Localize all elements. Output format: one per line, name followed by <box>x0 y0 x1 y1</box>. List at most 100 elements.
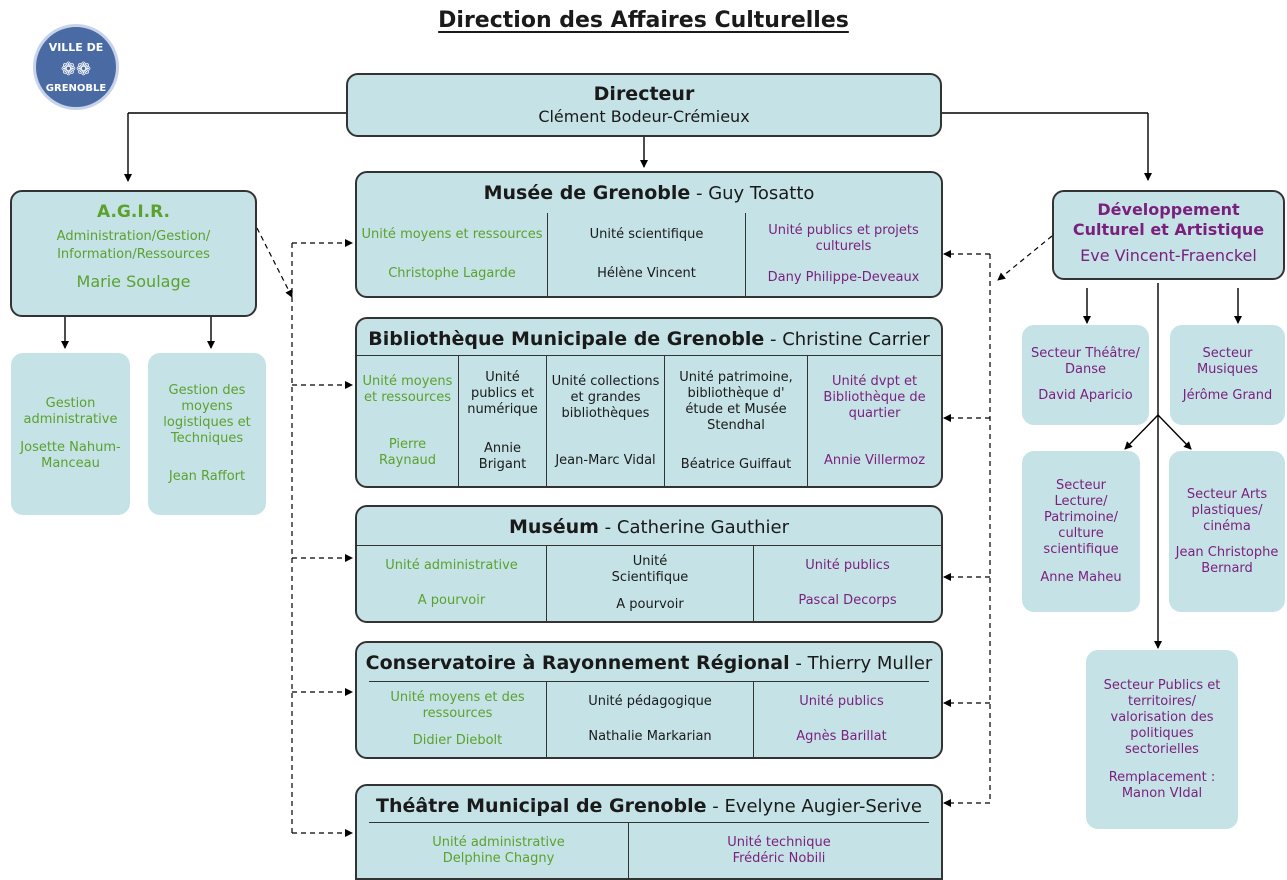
units-1-cells-2-name: Jean-Marc Vidal <box>555 452 656 468</box>
agir-sub-admin-title: Gestion administrative <box>23 396 118 427</box>
sector-publics: Secteur Publics et territoires/ valorisa… <box>1086 650 1238 829</box>
title: Direction des Affaires Culturelles <box>438 8 849 33</box>
director-box: Directeur Clément Bodeur-Crémieux <box>346 73 942 137</box>
unit-bibliotheque-cell-3: Unité collections et grandes bibliothèqu… <box>546 356 664 486</box>
unit-theatre-header: Théâtre Municipal de Grenoble - Evelyne … <box>376 795 922 817</box>
unit-museum-name: Muséum <box>509 516 599 538</box>
agir-sub-admin: Gestion administrative Josette Nahum-Man… <box>11 353 130 515</box>
units-0-cells-1-name: Hélène Vincent <box>597 266 696 282</box>
unit-museum-cell-2: Unité Scientifique A pourvoir <box>546 546 753 621</box>
units-4-cells-0-name: Delphine Chagny <box>442 850 555 866</box>
unit-museum-header: Muséum - Catherine Gauthier <box>509 516 789 538</box>
units-3-cells-0-name: Didier Diebolt <box>412 733 503 749</box>
sector-reading-name: Anne Maheu <box>1040 569 1122 585</box>
units-4-cells-1-title: Unité technique <box>727 834 831 850</box>
units-2-cells-1-name: A pourvoir <box>616 597 684 613</box>
sector-theatre-name: David Aparicio <box>1038 388 1133 403</box>
sector-music-name: Jérôme Grand <box>1182 388 1273 403</box>
dev-box: Développement Culturel et Artistique Eve… <box>1052 190 1285 280</box>
sector-theatre-title: Secteur Théâtre/ Danse <box>1031 346 1140 377</box>
units-1-cells-4-name: Annie Villermoz <box>823 452 926 468</box>
units-1-cells-2-title: Unité collections et grandes bibliothèqu… <box>551 373 660 421</box>
units-1-cells-1-name: Annie Brigant <box>478 440 527 472</box>
sector-reading-title: Secteur Lecture/ Patrimoine/ culture sci… <box>1043 477 1119 557</box>
units-0-cells-1-title: Unité scientifique <box>589 226 704 242</box>
units-0-cells-2-title: Unité publics et projets culturels <box>768 222 919 254</box>
logo-line-1: VILLE DE <box>48 41 104 54</box>
sector-music-title: Secteur Musiques <box>1196 346 1259 377</box>
sector-arts-name: Jean Christophe Bernard <box>1175 544 1279 576</box>
unit-bibliotheque-header: Bibliothèque Municipale de Grenoble - Ch… <box>368 328 930 350</box>
unit-bibliotheque-head: Christine Carrier <box>782 329 930 350</box>
agir-subtitle: Administration/Gestion/ Information/Ress… <box>56 229 211 262</box>
sector-reading: Secteur Lecture/ Patrimoine/ culture sci… <box>1022 451 1140 612</box>
dev-title: Développement Culturel et Artistique <box>1072 200 1265 239</box>
unit-musee-head: Guy Tosatto <box>708 183 815 204</box>
unit-museum: Muséum - Catherine Gauthier Unité admini… <box>355 505 943 623</box>
units-0-cells-0-title: Unité moyens et ressources <box>361 226 543 242</box>
units-4-cells-0-title: Unité administrative <box>432 834 565 850</box>
director-name: Clément Bodeur-Crémieux <box>538 107 750 126</box>
agir-sub-admin-name: Josette Nahum-Manceau <box>20 440 121 471</box>
agir-head-name: Marie Soulage <box>76 272 191 291</box>
units-2-cells-0-name: A pourvoir <box>417 593 486 609</box>
units-0-cells-2-name: Dany Philippe-Deveaux <box>767 270 920 286</box>
agir-sub-logistics: Gestion des moyens logistiques et Techni… <box>148 353 266 515</box>
units-1-cells-3-name: Béatrice Guiffaut <box>680 456 792 472</box>
agir-box: A.G.I.R. Administration/Gestion/ Informa… <box>10 190 257 317</box>
units-3-cells-2-name: Agnès Barillat <box>796 729 887 745</box>
units-2-cells-2-title: Unité publics <box>805 557 890 573</box>
sector-publics-name: Remplacement : Manon VIdal <box>1108 769 1216 801</box>
agir-title: A.G.I.R. <box>97 202 170 222</box>
agir-sub-logistics-name: Jean Raffort <box>168 469 246 484</box>
units-2-cells-0-title: Unité administrative <box>385 557 518 573</box>
director-title: Directeur <box>593 83 695 105</box>
unit-conservatoire: Conservatoire à Rayonnement Régional - T… <box>355 641 943 759</box>
unit-conservatoire-head: Thierry Muller <box>807 653 933 674</box>
unit-bibliotheque: Bibliothèque Municipale de Grenoble - Ch… <box>355 317 943 488</box>
unit-museum-head: Catherine Gauthier <box>616 517 789 538</box>
units-1-cells-3-title: Unité patrimoine, bibliothèque d' étude … <box>679 369 793 433</box>
unit-musee: Musée de Grenoble - Guy Tosatto Unité mo… <box>355 171 943 298</box>
units-3-cells-0-title: Unité moyens et des ressources <box>390 689 525 721</box>
unit-musee-header: Musée de Grenoble - Guy Tosatto <box>483 182 815 204</box>
sector-music: Secteur Musiques Jérôme Grand <box>1170 325 1285 425</box>
unit-theatre-head: Evelyne Augier-Serive <box>724 796 922 817</box>
units-3-cells-2-title: Unité publics <box>799 693 884 709</box>
units-1-cells-1-title: Unité publics et numérique <box>467 369 538 417</box>
unit-musee-name: Musée de Grenoble <box>483 182 691 204</box>
unit-bibliotheque-cell-4: Unité patrimoine, bibliothèque d' étude … <box>664 356 807 486</box>
units-0-cells-0-name: Christophe Lagarde <box>388 266 516 282</box>
logo-emblem-icon: ❁❁ <box>60 59 92 80</box>
sector-theatre: Secteur Théâtre/ Danse David Aparicio <box>1022 325 1149 425</box>
logo-line-2: GRENOBLE <box>45 83 107 94</box>
unit-conservatoire-name: Conservatoire à Rayonnement Régional <box>365 652 790 674</box>
units-4-cells-1-name: Frédéric Nobili <box>732 850 826 866</box>
unit-museum-cell-1: Unité administrative A pourvoir <box>357 546 546 621</box>
units-2-cells-1-title: Unité Scientifique <box>611 553 689 585</box>
units-1-cells-0-name: Pierre Raynaud <box>378 436 437 468</box>
page-title: Direction des Affaires Culturelles <box>0 8 1287 33</box>
agir-sub-logistics-title: Gestion des moyens logistiques et Techni… <box>163 383 251 446</box>
units-1-cells-0-title: Unité moyens et ressources <box>362 373 453 405</box>
units-3-cells-1-title: Unité pédagogique <box>588 693 712 709</box>
unit-museum-cells: Unité administrative A pourvoir Unité Sci… <box>357 545 941 621</box>
dev-head-name: Eve Vincent-Fraenckel <box>1080 246 1257 265</box>
sector-publics-title: Secteur Publics et territoires/ valorisa… <box>1103 677 1221 757</box>
